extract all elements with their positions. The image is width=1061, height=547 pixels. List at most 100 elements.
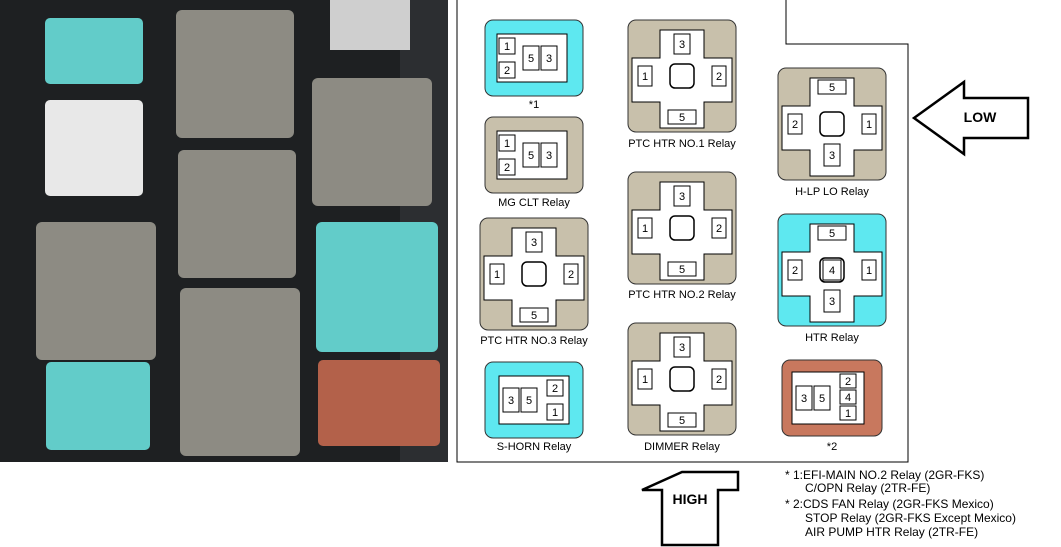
photo-relay-cyan-large <box>316 222 438 352</box>
pin-efi-main-no2-5 <box>522 45 540 71</box>
pin-mg-clt-3 <box>540 142 558 168</box>
pin-label: 5 <box>679 264 685 276</box>
pin-label: 2 <box>504 65 510 77</box>
photo-wire-harness <box>330 0 410 50</box>
pin-label: 3 <box>679 191 685 203</box>
pin-ptc-htr-no3-3 <box>525 231 543 253</box>
pin-label: 5 <box>528 53 534 65</box>
pin-label: 2 <box>568 269 574 281</box>
photo-relay-gray-1 <box>176 10 294 138</box>
pin-ptc-htr-no1-3 <box>673 33 691 55</box>
pin-ptc-htr-no3-2 <box>563 263 579 285</box>
pin-label: 1 <box>504 138 510 150</box>
pin-label: 5 <box>829 82 835 94</box>
pin-cds-fan-3 <box>795 385 813 411</box>
pin-cds-fan-1 <box>839 405 857 421</box>
pin-ptc-htr-no2-3 <box>673 185 691 207</box>
pin-label: 1 <box>642 71 648 83</box>
pin-ptc-htr-no1-5 <box>667 109 697 125</box>
photo-relay-cyan-bottom <box>46 362 150 450</box>
center-socket <box>521 261 547 287</box>
pin-label: 2 <box>716 374 722 386</box>
pin-ptc-htr-no1-1 <box>637 65 653 87</box>
pin-s-horn-2 <box>546 379 564 397</box>
pin-label: 3 <box>801 393 807 405</box>
pin-label: 1 <box>642 223 648 235</box>
pin-mg-clt-5 <box>522 142 540 168</box>
note-1-line-1: * 1:EFI-MAIN NO.2 Relay (2GR-FKS) <box>785 468 985 482</box>
pin-label: 1 <box>866 119 872 131</box>
high-label: HIGH <box>673 491 708 507</box>
pin-label: 1 <box>552 407 558 419</box>
pin-mg-clt-2 <box>498 158 516 176</box>
pin-label: 1 <box>845 408 851 420</box>
pin-label: 2 <box>504 162 510 174</box>
pin-ptc-htr-no3-5 <box>519 307 549 323</box>
relay-label: DIMMER Relay <box>644 441 720 453</box>
pin-efi-main-no2-2 <box>498 61 516 79</box>
pin-label: 2 <box>792 265 798 277</box>
pin-cds-fan-5 <box>813 385 831 411</box>
high-arrow: HIGH <box>641 470 740 547</box>
pin-h-lp-lo-3 <box>823 143 841 167</box>
photo-relay-gray-5 <box>180 288 300 456</box>
pin-dimmer-3 <box>673 336 691 358</box>
relay-label: PTC HTR NO.2 Relay <box>628 289 736 301</box>
note-2-line-2: STOP Relay (2GR-FKS Except Mexico) <box>805 511 1016 525</box>
pin-label: 5 <box>679 112 685 124</box>
pin-htr-4 <box>822 259 842 281</box>
pin-label: 3 <box>546 53 552 65</box>
pin-htr-1 <box>861 259 877 281</box>
pin-label: 4 <box>845 392 851 404</box>
photo-relay-cyan-small <box>45 18 143 84</box>
pin-dimmer-1 <box>637 368 653 390</box>
pin-htr-2 <box>787 259 803 281</box>
pin-dimmer-2 <box>711 368 727 390</box>
pin-label: 5 <box>526 395 532 407</box>
relay-label: S-HORN Relay <box>497 441 572 453</box>
relay-label: PTC HTR NO.1 Relay <box>628 138 736 150</box>
pin-label: 2 <box>552 383 558 395</box>
relay-label: *2 <box>827 441 837 453</box>
pin-cds-fan-4 <box>839 389 857 405</box>
pin-label: 2 <box>716 71 722 83</box>
relay-label: H-LP LO Relay <box>795 186 869 198</box>
pin-s-horn-5 <box>520 387 538 413</box>
relay-block-photo <box>0 0 448 462</box>
pin-ptc-htr-no2-1 <box>637 217 653 239</box>
photo-relay-gray-4 <box>36 222 156 360</box>
pin-label: 5 <box>819 393 825 405</box>
pin-efi-main-no2-3 <box>540 45 558 71</box>
pin-label: 3 <box>546 150 552 162</box>
pin-htr-5 <box>817 225 847 241</box>
pin-label: 1 <box>504 41 510 53</box>
photo-relay-gray-2 <box>312 78 432 206</box>
pin-ptc-htr-no2-2 <box>711 217 727 239</box>
center-socket <box>669 215 695 241</box>
pin-cds-fan-2 <box>839 373 857 389</box>
low-label: LOW <box>964 109 997 125</box>
photo-relay-gray-3 <box>178 150 296 278</box>
note-1-line-2: C/OPN Relay (2TR-FE) <box>805 481 931 495</box>
pin-s-horn-1 <box>546 403 564 421</box>
note-2-line-3: AIR PUMP HTR Relay (2TR-FE) <box>805 525 979 539</box>
pin-label: 5 <box>679 415 685 427</box>
relay-label: *1 <box>529 99 539 111</box>
pin-label: 3 <box>679 39 685 51</box>
pin-label: 2 <box>716 223 722 235</box>
pin-s-horn-3 <box>502 387 520 413</box>
pin-efi-main-no2-1 <box>498 37 516 55</box>
pin-label: 1 <box>866 265 872 277</box>
pin-label: 3 <box>531 237 537 249</box>
pin-htr-3 <box>823 289 841 313</box>
diagram-frame <box>456 0 909 463</box>
